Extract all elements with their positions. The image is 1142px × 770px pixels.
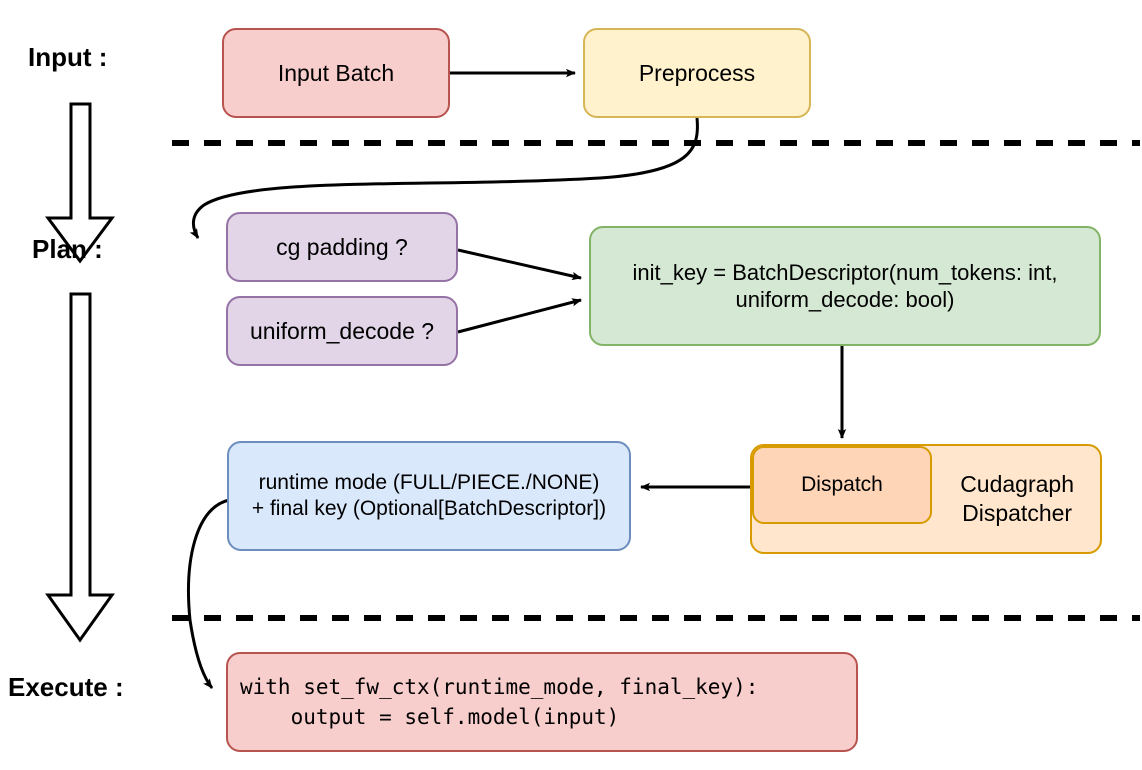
node-uniform-decode[interactable]: uniform_decode ? [226, 296, 458, 366]
node-cg-padding-label: cg padding ? [276, 233, 408, 260]
node-input-batch[interactable]: Input Batch [222, 28, 450, 118]
node-init-key[interactable]: init_key = BatchDescriptor(num_tokens: i… [589, 226, 1101, 346]
node-dispatch-label: Dispatch [801, 472, 883, 496]
edge-runtime-mode-to-code-block [187, 498, 230, 689]
node-cudagraph-dispatcher-label: Cudagraph Dispatcher [960, 471, 1074, 526]
stage-label-input: Input : [28, 42, 108, 72]
node-init-key-label: init_key = BatchDescriptor(num_tokens: i… [632, 259, 1058, 313]
node-preprocess[interactable]: Preprocess [583, 28, 811, 118]
node-uniform-decode-label: uniform_decode ? [249, 317, 435, 344]
node-runtime-mode[interactable]: runtime mode (FULL/PIECE./NONE) + final … [227, 441, 631, 551]
stage-arrow-plan-to-execute [45, 292, 115, 643]
node-code-block-label: with set_fw_ctx(runtime_mode, final_key)… [240, 674, 759, 729]
node-code-block[interactable]: with set_fw_ctx(runtime_mode, final_key)… [226, 652, 858, 752]
node-runtime-mode-label: runtime mode (FULL/PIECE./NONE) + final … [251, 470, 607, 520]
node-preprocess-label: Preprocess [638, 59, 756, 86]
edge-cg-padding-to-init-key [457, 248, 582, 281]
node-cg-padding[interactable]: cg padding ? [226, 212, 458, 282]
edge-uniform-decode-to-init-key [457, 298, 582, 334]
stage-label-plan: Plan : [32, 234, 103, 264]
stage-label-execute: Execute : [8, 672, 124, 702]
node-input-batch-label: Input Batch [277, 59, 395, 86]
node-dispatch[interactable]: Dispatch [752, 446, 932, 524]
